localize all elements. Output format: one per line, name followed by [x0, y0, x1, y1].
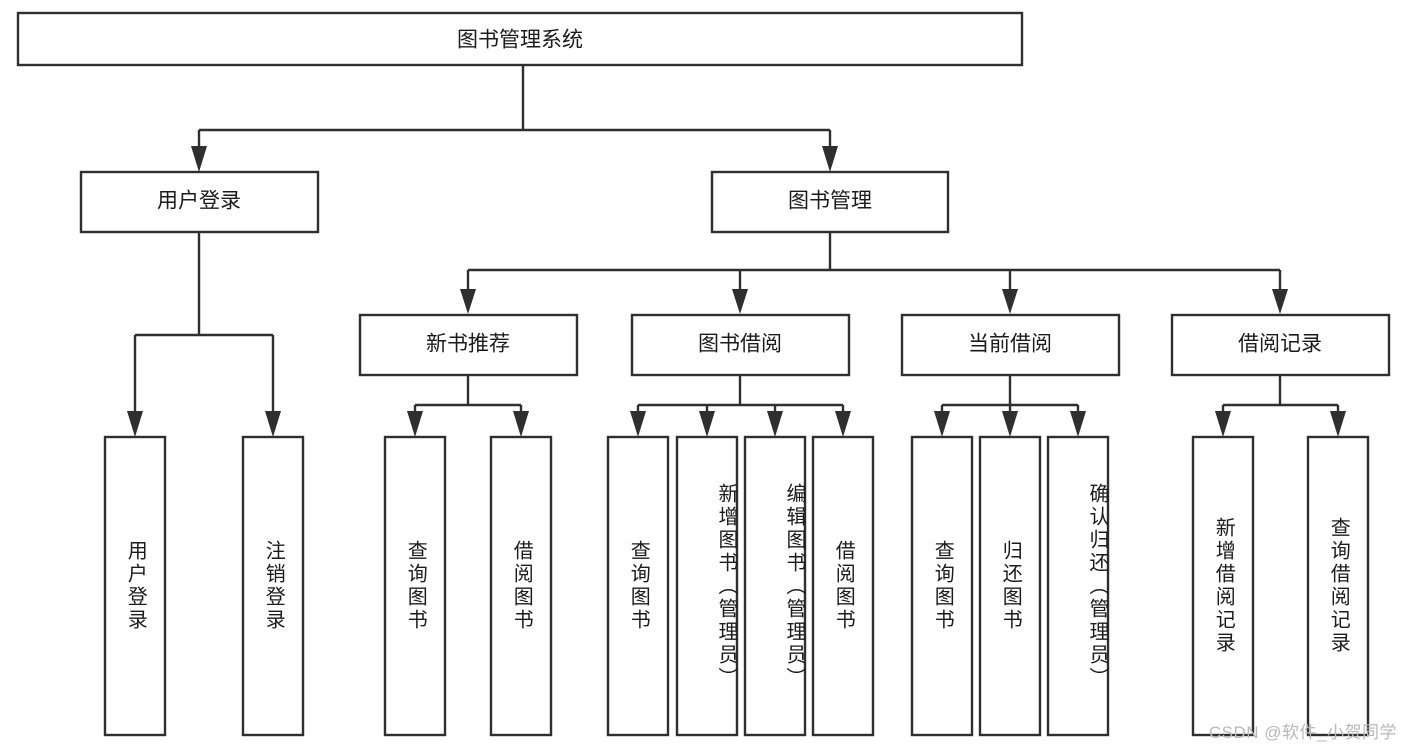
node-leaf-query-book-1-box[interactable] — [383, 435, 447, 737]
node-leaf-query-book-3-box[interactable] — [910, 435, 974, 737]
arrow-head-leaf-query-book-2 — [630, 411, 646, 437]
node-borrow-records[interactable]: 借阅记录 — [1170, 313, 1391, 377]
node-leaf-borrow-book-1-box[interactable] — [489, 435, 553, 737]
arrow-head-book-borrow — [732, 289, 748, 314]
arrow-head-current-borrow — [1002, 289, 1018, 314]
arrow-head-book-management — [822, 146, 838, 172]
node-new-book-recommend-label: 新书推荐 — [426, 333, 510, 356]
node-root-box[interactable] — [16, 11, 1024, 67]
arrow-head-leaf-confirm-return — [1070, 411, 1086, 437]
node-leaf-add-book-box[interactable] — [675, 435, 739, 737]
node-leaf-borrow-book-2-box[interactable] — [811, 435, 875, 737]
node-user-login[interactable]: 用户登录 — [79, 170, 320, 234]
node-borrow-records-label: 借阅记录 — [1238, 333, 1322, 356]
arrow-head-new-book-recommend — [460, 289, 476, 314]
node-leaf-return-book-box[interactable] — [978, 435, 1042, 737]
node-current-borrow-label: 当前借阅 — [968, 333, 1052, 356]
arrow-head-leaf-edit-book — [767, 411, 783, 437]
node-user-login-label: 用户登录 — [157, 190, 241, 213]
node-new-book-recommend-box[interactable] — [358, 313, 579, 377]
node-root-label: 图书管理系统 — [457, 29, 583, 52]
node-current-borrow-box[interactable] — [900, 313, 1121, 377]
connector-group-user-login-to-leaves — [127, 232, 281, 437]
connector-group-new-book-recommend-to-leaves — [407, 375, 529, 437]
node-user-login-box[interactable] — [79, 170, 320, 234]
node-book-management-box[interactable] — [710, 170, 950, 234]
node-book-management[interactable]: 图书管理 — [710, 170, 950, 234]
arrow-head-leaf-query-book-3 — [934, 411, 950, 437]
node-book-borrow-label: 图书借阅 — [698, 333, 782, 356]
connector-group-book-borrow-to-leaves — [630, 375, 851, 437]
arrow-head-leaf-borrow-book-2 — [835, 411, 851, 437]
node-leaf-confirm-return-box[interactable] — [1046, 435, 1110, 737]
node-leaf-query-record-box[interactable] — [1306, 435, 1370, 737]
arrow-head-leaf-user-logout — [265, 411, 281, 437]
node-leaf-edit-book-box[interactable] — [743, 435, 807, 737]
arrow-head-leaf-borrow-book-1 — [513, 411, 529, 437]
connector-group-root-to-level2 — [191, 65, 838, 172]
node-book-management-label: 图书管理 — [788, 190, 872, 213]
node-new-book-recommend[interactable]: 新书推荐 — [358, 313, 579, 377]
connector-group-current-borrow-to-leaves — [934, 375, 1086, 437]
node-book-borrow[interactable]: 图书借阅 — [630, 313, 851, 377]
node-leaf-user-login-box[interactable] — [103, 435, 167, 737]
node-leaf-user-logout-box[interactable] — [241, 435, 305, 737]
connector-group-book-management-to-level3 — [460, 232, 1288, 314]
connector-group-borrow-records-to-leaves — [1215, 375, 1346, 437]
node-borrow-records-box[interactable] — [1170, 313, 1391, 377]
arrow-head-leaf-return-book — [1002, 411, 1018, 437]
arrow-head-leaf-add-record — [1215, 411, 1231, 437]
arrow-head-leaf-query-record — [1330, 411, 1346, 437]
node-current-borrow[interactable]: 当前借阅 — [900, 313, 1121, 377]
csdn-watermark: CSDN @软件_小贺同学 — [1208, 723, 1397, 742]
arrow-head-leaf-query-book-1 — [407, 411, 423, 437]
node-leaf-add-record-box[interactable] — [1191, 435, 1255, 737]
leaf-box-group — [103, 435, 1370, 737]
node-book-borrow-box[interactable] — [630, 313, 851, 377]
arrow-head-leaf-user-login — [127, 411, 143, 437]
arrow-head-user-login — [191, 146, 207, 172]
arrow-head-leaf-add-book — [699, 411, 715, 437]
node-leaf-query-book-2-box[interactable] — [606, 435, 670, 737]
node-root[interactable]: 图书管理系统 — [16, 11, 1024, 67]
arrow-head-borrow-records — [1272, 289, 1288, 314]
